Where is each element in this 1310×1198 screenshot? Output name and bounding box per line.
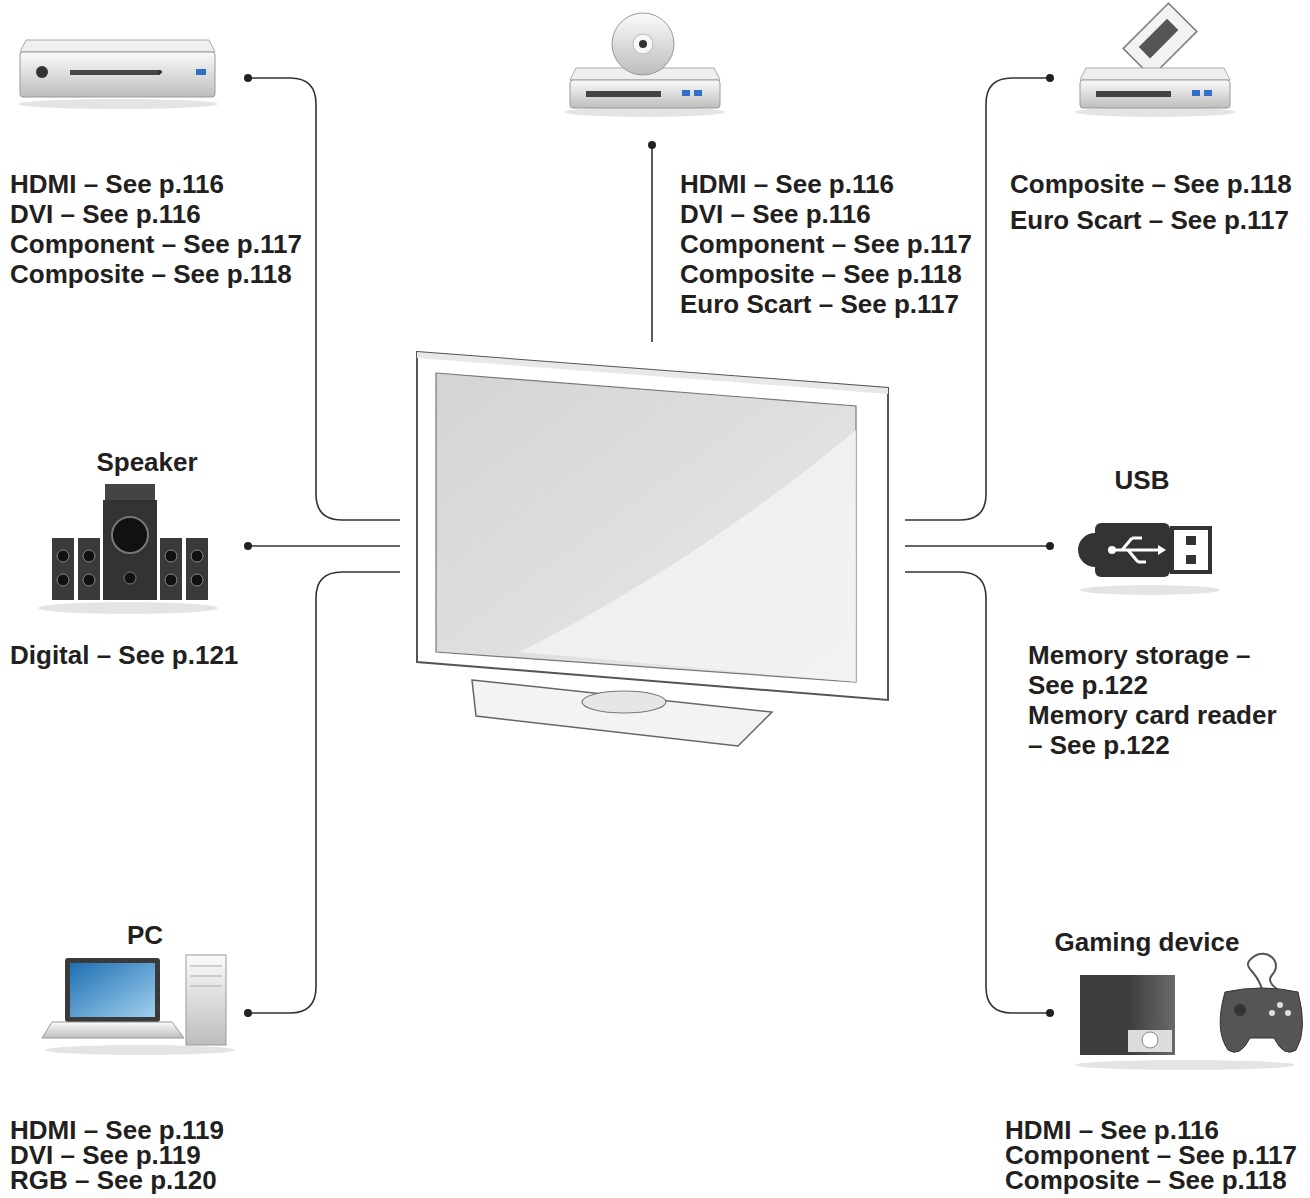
device-heading: PC (10, 920, 280, 950)
connection-label: Memory card reader – See p.122 (1028, 700, 1296, 760)
connection-label: Digital – See p.121 (10, 640, 300, 670)
vcr-icon (1075, 3, 1235, 117)
disc-player-icon (565, 13, 725, 117)
device-heading: Speaker (10, 447, 284, 477)
usb-icon (1078, 523, 1220, 595)
speaker-icon (38, 484, 218, 614)
connection-label: Component – See p.117 (680, 229, 1000, 259)
device-group: SpeakerDigital – See p.121 (10, 447, 300, 672)
tv-illustration (417, 352, 888, 746)
device-heading: Gaming device (1005, 927, 1289, 957)
connection-label: DVI – See p.116 (680, 199, 1000, 229)
device-group: HDMI – See p.116DVI – See p.116Component… (10, 169, 340, 294)
connection-label: Component – See p.117 (10, 229, 340, 259)
connection-label: RGB – See p.120 (10, 1168, 310, 1193)
connection-label: Euro Scart – See p.117 (680, 289, 1000, 319)
device-group: HDMI – See p.116DVI – See p.116Component… (680, 169, 1000, 324)
connection-label: DVI – See p.119 (10, 1143, 310, 1168)
connection-label: HDMI – See p.116 (680, 169, 1000, 199)
connection-label: Composite – See p.118 (1010, 169, 1308, 199)
device-group: Composite – See p.118Euro Scart – See p.… (1010, 169, 1308, 239)
connection-label: HDMI – See p.116 (1005, 1118, 1310, 1143)
device-heading: USB (1025, 465, 1259, 495)
connection-label: Composite – See p.118 (10, 259, 340, 289)
device-group: USB Memory storage – See p.122Memory card… (1025, 465, 1310, 765)
leader-dots (244, 74, 1054, 1017)
pc-icon (42, 955, 235, 1055)
connection-label: Component – See p.117 (1005, 1143, 1310, 1168)
connection-label: Memory storage – See p.122 (1028, 640, 1296, 700)
device-group: PC HDMI – See p.119DVI – See p.119RGB – S… (10, 920, 310, 1198)
connection-label: Composite – See p.118 (680, 259, 1000, 289)
connection-label: Euro Scart – See p.117 (1010, 205, 1308, 235)
leader-lines (248, 78, 1050, 1013)
dvd-player-icon (18, 40, 218, 109)
device-group: Gaming deviceHDMI – See p.116Component –… (1005, 927, 1310, 1198)
connection-label: Composite – See p.118 (1005, 1168, 1310, 1193)
gaming-icon (1075, 954, 1303, 1070)
connection-label: DVI – See p.116 (10, 199, 340, 229)
connection-label: HDMI – See p.119 (10, 1118, 310, 1143)
connection-label: HDMI – See p.116 (10, 169, 340, 199)
